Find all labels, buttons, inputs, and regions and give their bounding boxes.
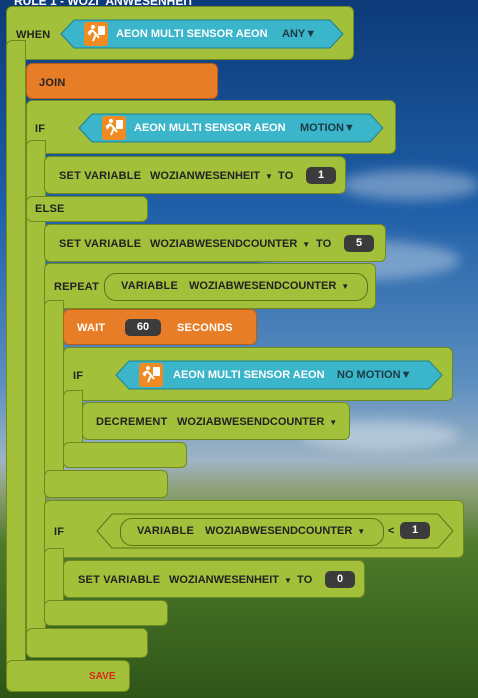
join-label: JOIN <box>39 77 66 89</box>
if-3-value[interactable]: 1 <box>400 522 430 539</box>
repeat-variable-label: VARIABLE <box>121 280 179 292</box>
chevron-down-icon: ▼ <box>341 282 350 291</box>
running-person-icon <box>84 22 108 46</box>
sky-cloud <box>340 170 478 200</box>
if-1-sensor-selector[interactable]: AEON MULTI SENSOR AEON MOTION▼ <box>78 113 384 143</box>
when-label: WHEN <box>16 29 51 41</box>
rule-title: RULE 1 - WOZI_ANWESENHEIT <box>14 0 195 8</box>
when-sensor-selector[interactable]: AEON MULTI SENSOR AEON ANY▼ <box>60 19 344 49</box>
set-variable-label-1: SET VARIABLE <box>59 170 142 182</box>
sensor-pill-shape <box>60 19 344 49</box>
if-3-operator-label: < <box>388 525 395 537</box>
chevron-down-icon: ▼ <box>344 122 355 134</box>
repeat-variable-pill[interactable] <box>104 273 368 301</box>
set-variable-1-to-label: TO <box>278 170 294 182</box>
if-1-option-dropdown[interactable]: MOTION▼ <box>300 122 355 134</box>
chevron-down-icon: ▼ <box>302 240 311 249</box>
if-label-2: IF <box>73 370 84 382</box>
if-block-1-footer <box>26 628 148 658</box>
set-variable-3-name: WOZIANWESENHEIT <box>169 574 279 586</box>
chevron-down-icon: ▼ <box>329 418 338 427</box>
if-1-device-name: AEON MULTI SENSOR AEON <box>134 122 286 134</box>
chevron-down-icon: ▼ <box>265 172 273 181</box>
if-label-3: IF <box>54 526 65 538</box>
repeat-variable-name: WOZIABWESENDCOUNTER <box>189 280 337 292</box>
wait-unit-label: SECONDS <box>177 322 233 334</box>
set-variable-block-3[interactable] <box>63 560 365 598</box>
set-variable-1-value[interactable]: 1 <box>306 167 336 184</box>
wait-value[interactable]: 60 <box>125 319 161 336</box>
running-person-icon <box>139 363 163 387</box>
repeat-block-spine <box>44 300 64 498</box>
if-block-1-else-bar <box>26 196 148 222</box>
decrement-variable-name: WOZIABWESENDCOUNTER <box>177 416 325 428</box>
set-variable-2-name: WOZIABWESENDCOUNTER <box>150 238 298 250</box>
decrement-block[interactable] <box>82 402 350 440</box>
if-block-2-footer <box>63 442 187 468</box>
sensor-pill-shape <box>115 360 443 390</box>
set-variable-block-1[interactable] <box>44 156 346 194</box>
set-variable-block-2[interactable] <box>44 224 386 262</box>
wait-label: WAIT <box>77 322 106 334</box>
when-option-label: ANY <box>282 28 306 40</box>
if-2-option-dropdown[interactable]: NO MOTION▼ <box>337 369 411 381</box>
repeat-variable-dropdown[interactable]: WOZIABWESENDCOUNTER ▼ <box>189 280 349 292</box>
repeat-block-footer <box>44 470 168 498</box>
when-option-dropdown[interactable]: ANY▼ <box>282 28 316 40</box>
when-device-name: AEON MULTI SENSOR AEON <box>116 28 268 40</box>
chevron-down-icon: ▼ <box>305 28 317 40</box>
if-3-variable-pill[interactable] <box>120 518 384 546</box>
if-3-variable-dropdown[interactable]: WOZIABWESENDCOUNTER ▼ <box>205 525 365 537</box>
if-3-variable-label: VARIABLE <box>137 525 195 537</box>
if-3-variable-name: WOZIABWESENDCOUNTER <box>205 525 353 537</box>
set-variable-2-value[interactable]: 5 <box>344 235 374 252</box>
when-block-spine <box>6 40 26 692</box>
decrement-label: DECREMENT <box>96 416 168 428</box>
if-3-operator-dropdown[interactable]: < <box>388 525 394 537</box>
set-variable-1-dropdown[interactable]: WOZIANWESENHEIT ▼ <box>150 170 273 182</box>
set-variable-3-dropdown[interactable]: WOZIANWESENHEIT ▼ <box>169 574 292 586</box>
wait-block[interactable] <box>63 309 257 345</box>
decrement-variable-dropdown[interactable]: WOZIABWESENDCOUNTER ▼ <box>177 416 337 428</box>
if-2-device-name: AEON MULTI SENSOR AEON <box>173 369 325 381</box>
running-person-icon <box>102 116 126 140</box>
if-block-3-footer <box>44 600 168 626</box>
set-variable-label-3: SET VARIABLE <box>78 574 161 586</box>
set-variable-2-to-label: TO <box>316 238 332 250</box>
chevron-down-icon: ▼ <box>400 369 412 381</box>
if-2-option-label: NO MOTION <box>337 369 401 381</box>
if-label-1: IF <box>35 123 46 135</box>
chevron-down-icon: ▼ <box>284 576 292 585</box>
else-label: ELSE <box>35 203 65 215</box>
set-variable-3-value[interactable]: 0 <box>325 571 355 588</box>
chevron-down-icon: ▼ <box>357 527 366 536</box>
if-1-option-label: MOTION <box>300 122 344 134</box>
join-block[interactable] <box>26 63 218 99</box>
sensor-pill-shape <box>78 113 384 143</box>
when-block-footer <box>6 660 130 692</box>
repeat-label: REPEAT <box>54 281 100 293</box>
set-variable-label-2: SET VARIABLE <box>59 238 142 250</box>
set-variable-1-name: WOZIANWESENHEIT <box>150 170 260 182</box>
set-variable-2-dropdown[interactable]: WOZIABWESENDCOUNTER ▼ <box>150 238 310 250</box>
save-button[interactable]: SAVE <box>89 671 116 682</box>
if-2-sensor-selector[interactable]: AEON MULTI SENSOR AEON NO MOTION▼ <box>115 360 443 390</box>
set-variable-3-to-label: TO <box>297 574 313 586</box>
